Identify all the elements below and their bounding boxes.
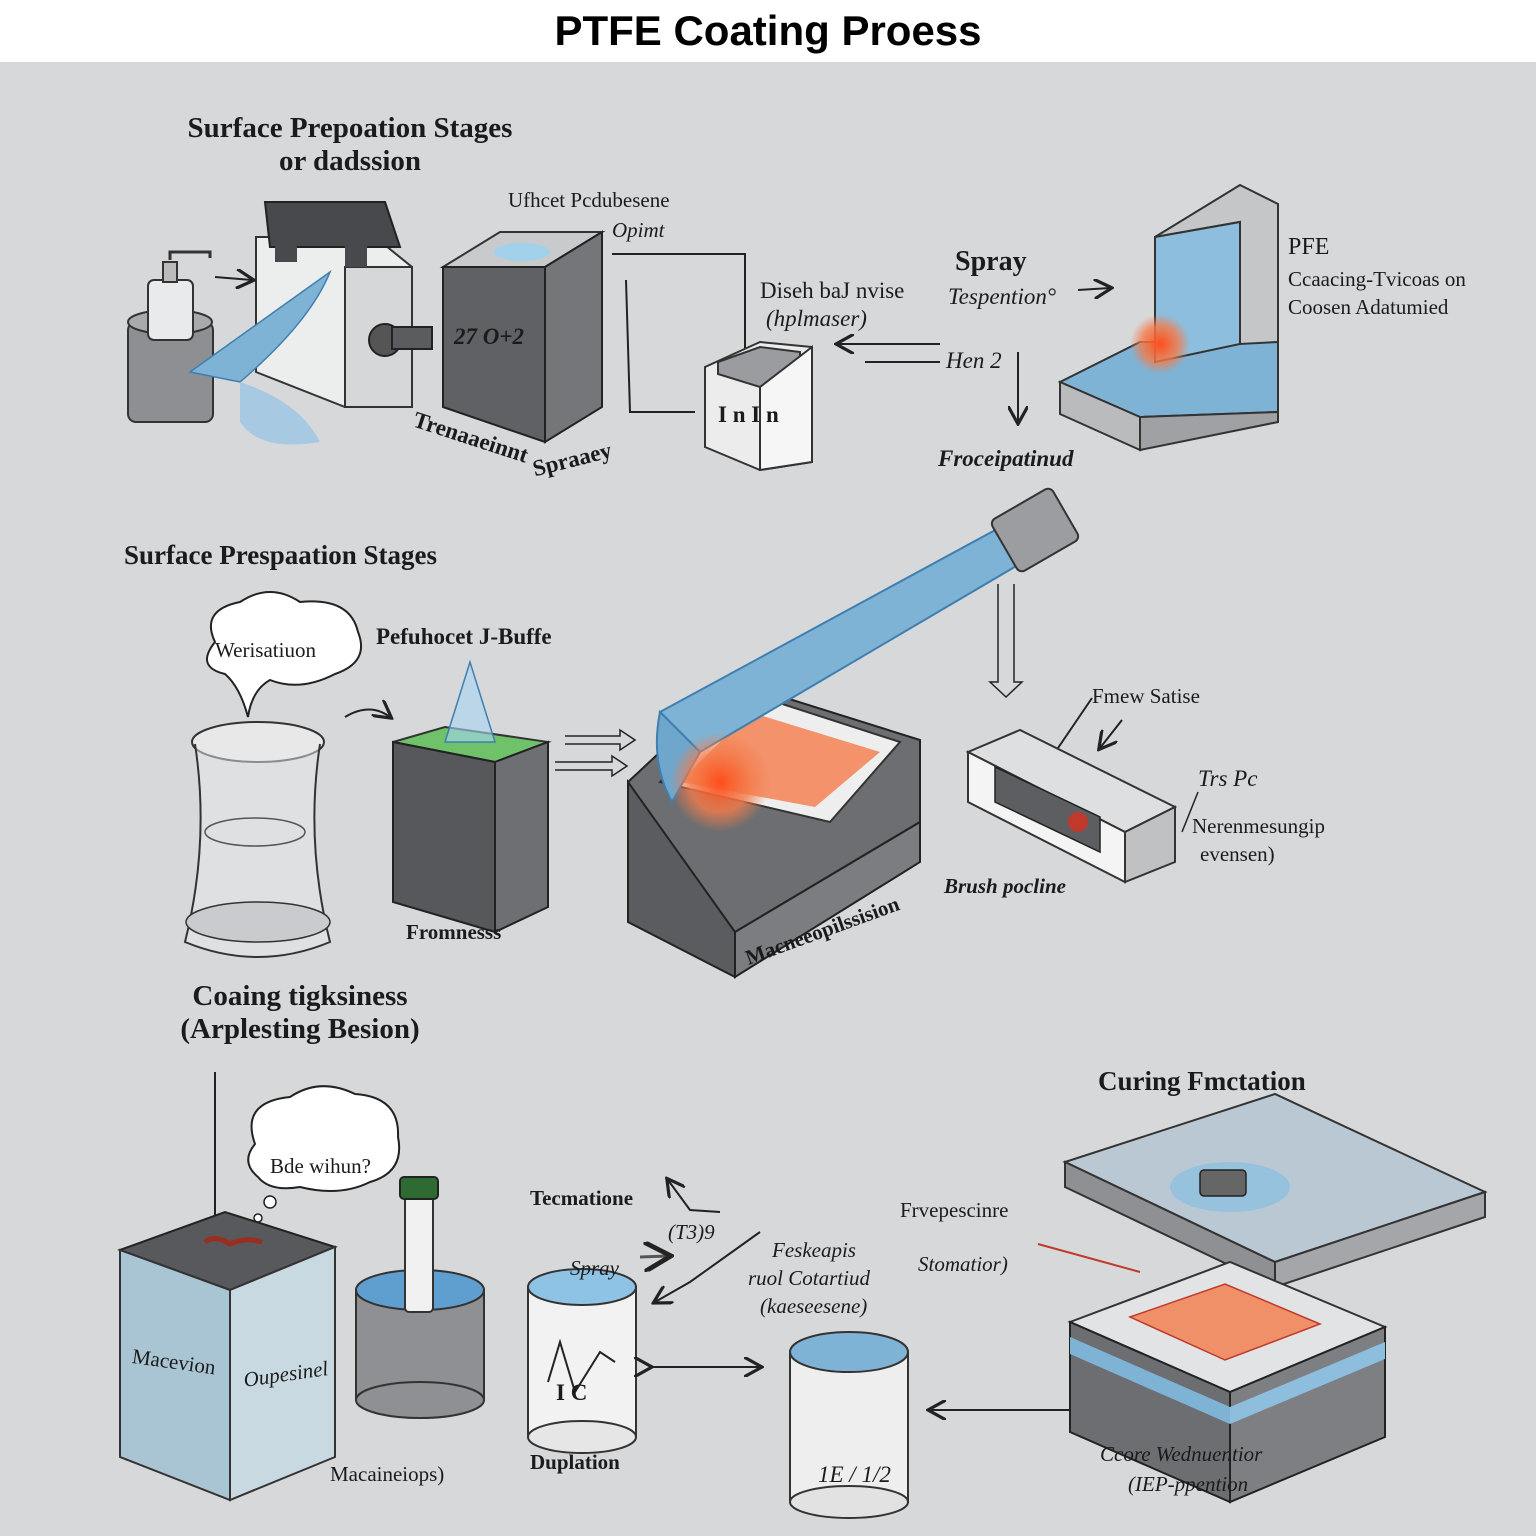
bubble2-text: Bde wihun? xyxy=(270,1154,371,1178)
section3-heading-line1: Coaing tigksiness xyxy=(192,980,408,1012)
pfe-line2: Coosen Adatumied xyxy=(1288,295,1449,319)
cup-letters: I C xyxy=(556,1380,588,1405)
perforated-block-icon xyxy=(439,230,606,444)
label-kaese: (kaeseesene) xyxy=(760,1294,868,1318)
label-core-2: (IEP-ppention xyxy=(1128,1472,1249,1496)
green-block-icon xyxy=(392,659,552,934)
cube-letters: I n I n xyxy=(718,402,779,427)
section1-heading-line2: or dadssion xyxy=(278,145,422,177)
header: PTFE Coating Proess xyxy=(0,0,1536,62)
hen-label: Hen 2 xyxy=(946,348,1002,373)
section1-heading: Surface Prepoation Stages or dadssion xyxy=(140,112,560,178)
coated-corner-icon xyxy=(1057,183,1279,452)
speech-bubble-2 xyxy=(247,1085,401,1223)
pfe-line1: Ccaacing-Tvicoas on xyxy=(1288,267,1466,291)
section2-heading: Surface Prespaation Stages xyxy=(124,540,437,570)
arrow-s2a xyxy=(344,710,390,718)
label-ruol: ruol Cotartiud xyxy=(748,1266,870,1290)
block-text: 27 O+2 xyxy=(454,324,524,349)
label-stomatior: Stomatior) xyxy=(918,1252,1008,1276)
label-trs: Trs Pc xyxy=(1198,766,1258,791)
dip-bath-icon xyxy=(355,1176,485,1419)
label-duplation: Duplation xyxy=(530,1450,620,1474)
label-spray: Spray xyxy=(570,1256,619,1280)
label-box: Ufhcet Pcdubesene xyxy=(508,188,670,212)
curing-title: Curing Fmctation xyxy=(1098,1066,1306,1096)
open-cube-icon xyxy=(704,340,813,472)
washer-machine-icon xyxy=(188,201,433,445)
spray-sub: Tespention° xyxy=(948,284,1057,309)
curing-oven-icon xyxy=(1037,1092,1488,1504)
pfe-title: PFE xyxy=(1288,234,1330,260)
label-macaine: Macaineiops) xyxy=(330,1462,445,1486)
spray-tank-icon xyxy=(627,487,1080,979)
flow-connectors-2 xyxy=(988,584,1199,833)
section3-heading-line2: (Arplesting Besion) xyxy=(180,1013,420,1045)
section3-heading: Coaing tigksiness (Arplesting Besion) xyxy=(140,980,460,1046)
label-pefuhocet: Pefuhocet J-Buffe xyxy=(376,624,552,649)
blue-cylinder-icon xyxy=(789,1331,909,1519)
label-neren-2: evensen) xyxy=(1200,842,1275,866)
label-fromnesss: Fromnesss xyxy=(406,920,502,944)
soap-dispenser-icon xyxy=(127,250,214,423)
duplation-cup-icon xyxy=(527,1268,637,1454)
beaker-icon xyxy=(183,721,332,958)
label-t39: (T3)9 xyxy=(668,1220,715,1244)
label-box-sub: Opimt xyxy=(612,218,665,242)
bubble1-text: Werisatiuon xyxy=(215,638,316,662)
page-title: PTFE Coating Proess xyxy=(554,7,982,54)
flow-connectors-1 xyxy=(612,253,1110,422)
label-brush: Brush pocline xyxy=(944,874,1066,898)
label-tecmatione: Tecmatione xyxy=(530,1186,634,1210)
coated-box-icon xyxy=(117,1210,338,1502)
label-neren-1: Nerenmesungip xyxy=(1192,814,1325,838)
spray-title: Spray xyxy=(955,246,1027,277)
diagram-canvas: Surface Prepoation Stages or dadssion Uf… xyxy=(0,62,1536,1536)
fraction-label: 1E / 1/2 xyxy=(818,1462,891,1487)
diagram-illustration xyxy=(117,183,1488,1519)
dish-label-2: (hplmaser) xyxy=(766,306,867,331)
section1-heading-line1: Surface Prepoation Stages xyxy=(187,112,513,144)
speech-bubble-1 xyxy=(206,591,363,718)
double-arrow-s2 xyxy=(555,728,637,778)
froce-label: Froceipatinud xyxy=(938,446,1074,471)
flow-connectors-3 xyxy=(640,1180,1108,1410)
label-feskeapis: Feskeapis xyxy=(772,1238,856,1262)
heater-box-icon xyxy=(965,728,1178,884)
label-frenew: Fmew Satise xyxy=(1092,684,1200,708)
label-core-1: Ccore Wednuentior xyxy=(1100,1442,1263,1466)
dish-label-1: Diseh baJ nvise xyxy=(760,278,905,303)
label-frvep: Frvepescinre xyxy=(900,1198,1009,1222)
